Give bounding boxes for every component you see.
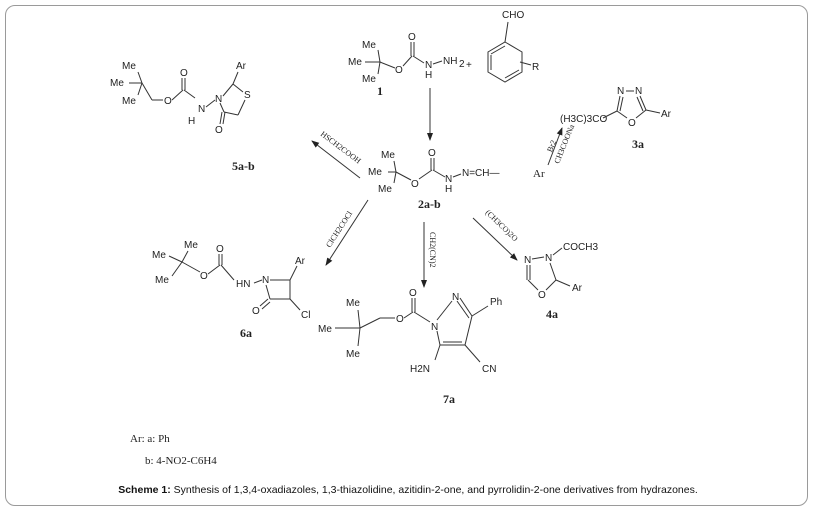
reagent-to-7a: CH2(CN)2	[428, 232, 437, 268]
carbonyl-oxygen: O	[215, 125, 223, 136]
reagent-to-6a: ClCH2COCl	[324, 209, 354, 249]
compound-6a: Me Me Me O O HN N O Ar Cl 6a	[152, 240, 310, 340]
substituent-r: R	[532, 62, 539, 73]
methyl: Me	[110, 78, 124, 89]
ring-oxygen: O	[538, 290, 546, 301]
reagent-to-4a: (CH3CO)2O	[484, 208, 520, 243]
compound-3a: (H3C)3CO N N O Ar 3a	[560, 86, 672, 151]
nitrogen: N	[617, 86, 624, 97]
hydrogen: H	[425, 70, 432, 81]
methyl: Me	[318, 324, 332, 335]
nitrogen: N	[425, 60, 432, 71]
hydrogen: H	[188, 116, 195, 127]
compound-7a: Me Me Me O O N N Ph H2N CN 7a	[318, 288, 502, 406]
methyl: Me	[152, 250, 166, 261]
arrow-to-4a	[472, 217, 518, 261]
nitrogen: N	[524, 255, 531, 266]
compound-label: 7a	[443, 392, 455, 406]
methyl: Me	[155, 275, 169, 286]
oxygen: O	[396, 314, 404, 325]
compound-label: 3a	[632, 137, 644, 151]
methyl: Me	[381, 150, 395, 161]
aldehyde-group: CHO	[502, 10, 524, 21]
methyl: Me	[348, 57, 362, 68]
methyl: Me	[184, 240, 198, 251]
ring-nitrogen: N	[262, 275, 269, 286]
figure-caption: Scheme 1: Synthesis of 1,3,4-oxadiazoles…	[0, 484, 816, 496]
ring-nitrogen: N	[452, 292, 459, 303]
compound-label: 2a-b	[418, 197, 441, 211]
acetyl-group: COCH3	[563, 242, 598, 253]
phenyl: Ph	[490, 297, 502, 308]
oxygen: O	[164, 96, 172, 107]
nitrogen: N	[635, 86, 642, 97]
compound-4a: N N COCH3 O Ar 4a	[524, 242, 598, 321]
reagent-to-3a: Br2 CH3COONa	[545, 123, 576, 165]
arrow-to-6a	[325, 199, 369, 266]
methyl: Me	[346, 349, 360, 360]
compound-2a-b: Me Me Me O O N H N=CH— Ar 2a-b	[368, 148, 545, 211]
aryl: Ar	[572, 283, 583, 294]
methyl: Me	[122, 61, 136, 72]
carbonyl-oxygen: O	[216, 244, 224, 255]
plus-sign: +	[466, 60, 472, 71]
ring-oxygen: O	[628, 118, 636, 129]
caption-title: Scheme 1:	[118, 484, 171, 496]
caption-text: Synthesis of 1,3,4-oxadiazoles, 1,3-thia…	[170, 484, 698, 496]
reagent: Br2	[545, 139, 558, 153]
aryl: Ar	[533, 168, 545, 180]
amine: HN	[236, 279, 250, 290]
compound-label: 5a-b	[232, 159, 255, 173]
oxygen: O	[200, 271, 208, 282]
carbonyl-oxygen: O	[428, 148, 436, 159]
compound-label: 1	[377, 84, 383, 98]
amine: NH	[443, 56, 457, 67]
methyl: Me	[378, 184, 392, 195]
carbonyl-oxygen: O	[409, 288, 417, 299]
figure-frame	[5, 5, 808, 506]
carbonyl-oxygen: O	[408, 32, 416, 43]
compound-label: 4a	[546, 307, 558, 321]
ring-nitrogen: N	[431, 322, 438, 333]
methyl: Me	[346, 298, 360, 309]
compound-label: 6a	[240, 326, 252, 340]
oxygen: O	[411, 179, 419, 190]
methyl: Me	[362, 74, 376, 85]
oxygen: O	[395, 65, 403, 76]
arrow-to-5a-b	[311, 140, 361, 179]
chlorine: Cl	[301, 310, 310, 321]
ring-nitrogen: N	[215, 94, 222, 105]
cyano-group: CN	[482, 364, 496, 375]
hydrogen: H	[445, 184, 452, 195]
tert-butoxy: (H3C)3CO	[560, 114, 607, 125]
aryl: Ar	[236, 61, 247, 72]
compound-5a-b: Me Me Me O O N H N S O Ar 5a-b	[110, 61, 255, 173]
benzaldehyde: CHO R	[487, 10, 539, 83]
aryl: Ar	[295, 256, 306, 267]
methyl: Me	[368, 167, 382, 178]
reagent-to-5a-b: HSCH2COOH	[319, 129, 363, 165]
methyl: Me	[362, 40, 376, 51]
nitrogen: N	[198, 104, 205, 115]
methyl: Me	[122, 96, 136, 107]
sulfur: S	[244, 90, 251, 101]
carbonyl-oxygen: O	[252, 306, 260, 317]
amino-group: H2N	[410, 364, 430, 375]
subscript: 2	[459, 59, 465, 70]
nitrogen: N	[545, 253, 552, 264]
aryl-legend-b: b: 4-NO2-C6H4	[145, 455, 217, 467]
aryl-legend-a: Ar: a: Ph	[130, 433, 170, 445]
nitrogen: N	[445, 174, 452, 185]
compound-1: Me Me Me O O N H NH 2 + 1	[348, 32, 472, 98]
imine-chain: N=CH—	[462, 168, 500, 179]
carbonyl-oxygen: O	[180, 68, 188, 79]
arrow-to-3a	[547, 127, 563, 166]
aryl: Ar	[661, 109, 672, 120]
